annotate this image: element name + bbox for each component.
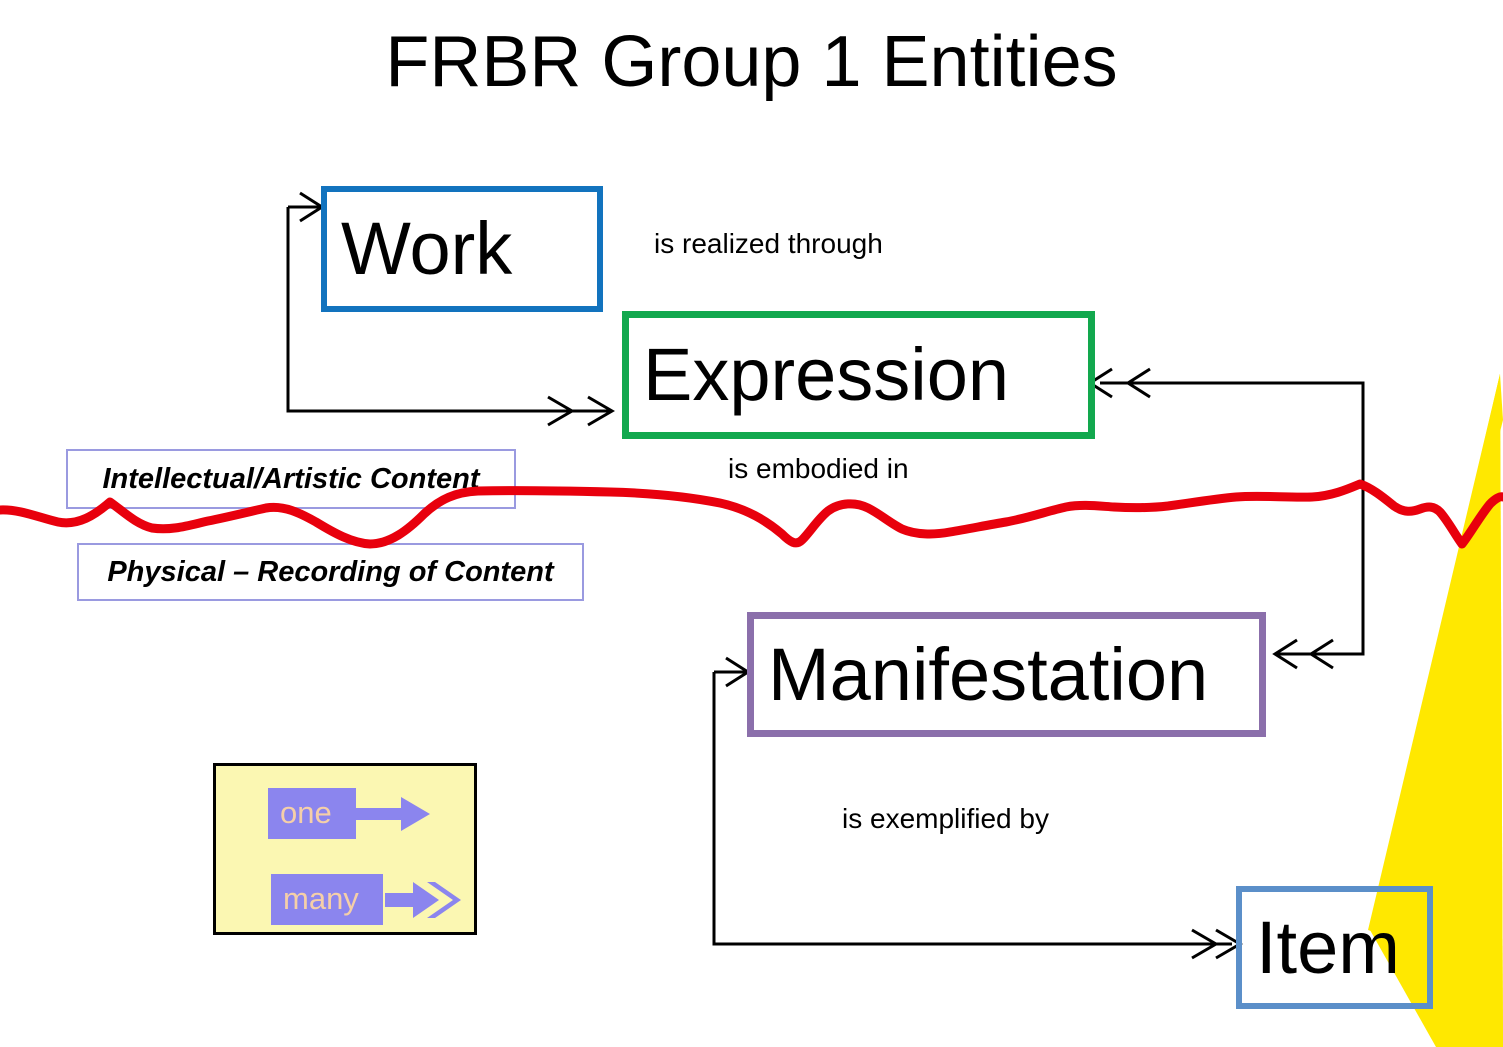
entity-label-work: Work [341, 207, 513, 290]
legend-chip-one: one [268, 788, 356, 839]
entity-label-manifestation: Manifestation [768, 632, 1209, 716]
single-arrow-icon [356, 796, 430, 831]
arrow-work-to-expression-path [286, 207, 610, 413]
arrow-expression-manifestation-path [1100, 381, 1365, 656]
annotation-box-physical: Physical – Recording of Content [77, 543, 584, 601]
entity-label-item: Item [1256, 905, 1400, 989]
legend-item-many: many [271, 874, 465, 925]
entity-box-expression[interactable]: Expression [622, 311, 1095, 439]
entity-box-item[interactable]: Item [1236, 886, 1433, 1009]
arrow-manifestation-to-item-path [712, 672, 1232, 946]
entity-box-manifestation[interactable]: Manifestation [747, 612, 1266, 737]
entity-label-expression: Expression [643, 333, 1010, 416]
annotation-label-intellectual: Intellectual/Artistic Content [102, 462, 480, 495]
relationship-label-realized: is realized through [654, 228, 883, 259]
relationship-label-exemplified: is exemplified by [842, 803, 1049, 834]
annotation-box-intellectual: Intellectual/Artistic Content [66, 449, 516, 509]
annotation-label-physical: Physical – Recording of Content [107, 555, 554, 588]
legend-item-one: one [268, 788, 434, 839]
page-title: FRBR Group 1 Entities [385, 22, 1118, 102]
relationship-label-embodied: is embodied in [728, 453, 909, 484]
entity-box-work[interactable]: Work [321, 186, 603, 312]
legend-box: one many [213, 763, 477, 935]
double-arrow-icon [385, 881, 461, 918]
legend-chip-many: many [271, 874, 383, 925]
